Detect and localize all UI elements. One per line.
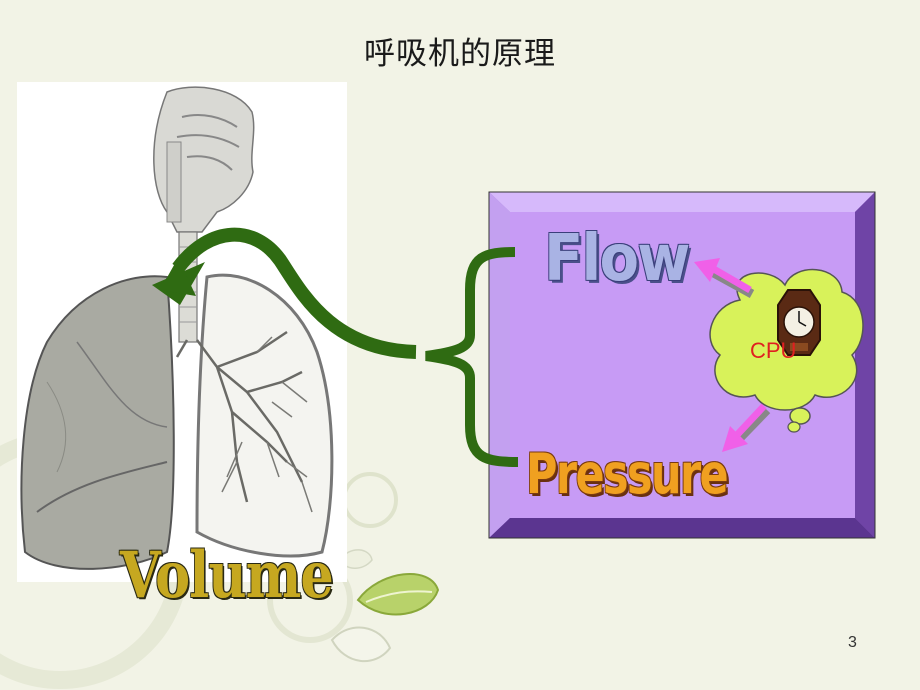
flow-label: Flow (544, 222, 690, 296)
pressure-label: Pressure (526, 442, 729, 506)
page-number: 3 (848, 634, 857, 651)
cpu-label: CPU (750, 338, 797, 363)
leaf-icon (356, 573, 440, 616)
clock-icon (777, 289, 821, 356)
cpu-to-flow-arrow (694, 258, 755, 298)
brace-bracket (425, 247, 519, 467)
slide-title: 呼吸机的原理 (364, 36, 556, 72)
lung-anatomy-illustration (17, 82, 347, 582)
leaf-icon (330, 626, 392, 663)
volume-label: Volume (120, 538, 334, 613)
cpu-to-pressure-arrow (722, 403, 771, 452)
flow-to-lung-arrow (152, 227, 417, 359)
